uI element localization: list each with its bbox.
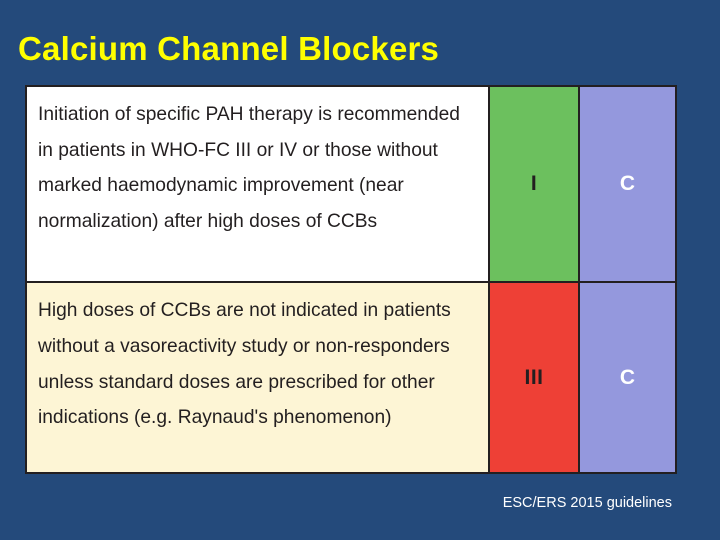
- recommendation-class-badge: I: [488, 87, 578, 282]
- recommendation-statement: Initiation of specific PAH therapy is re…: [27, 87, 488, 282]
- table-row: Initiation of specific PAH therapy is re…: [27, 87, 675, 282]
- source-citation: ESC/ERS 2015 guidelines: [502, 495, 672, 511]
- table-row: High doses of CCBs are not indicated in …: [27, 281, 675, 472]
- recommendation-statement: High doses of CCBs are not indicated in …: [27, 283, 488, 472]
- evidence-level-badge: C: [578, 283, 675, 472]
- page-title: Calcium Channel Blockers: [18, 30, 440, 67]
- recommendation-table: Initiation of specific PAH therapy is re…: [25, 85, 677, 474]
- evidence-level-badge: C: [578, 87, 675, 282]
- recommendation-class-badge: III: [488, 283, 578, 472]
